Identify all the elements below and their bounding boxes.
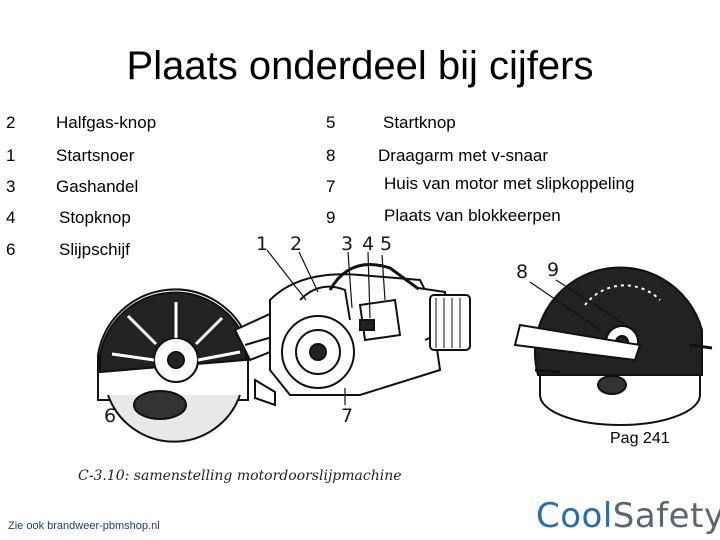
legend-label: Halfgas-knop <box>56 113 157 132</box>
legend-number: 5 <box>326 113 336 132</box>
legend-label: Gashandel <box>56 177 139 196</box>
callout-1: 1 <box>256 233 268 255</box>
right-saw-drawing <box>513 266 713 426</box>
legend-number: 1 <box>6 146 16 165</box>
legend-number: 4 <box>6 208 16 227</box>
callout-5: 5 <box>380 233 392 255</box>
callout-8: 8 <box>516 261 528 283</box>
legend-number: 7 <box>326 177 336 196</box>
legend-label: Slijpschijf <box>59 240 130 259</box>
logo-part-cool: Cool <box>536 496 613 536</box>
legend-label: Plaats van blokkeerpen <box>384 206 561 225</box>
callout-4: 4 <box>362 233 374 255</box>
callout-7: 7 <box>341 405 353 427</box>
figure-caption: C-3.10: samenstelling motordoorslijpmach… <box>78 468 402 484</box>
footer-link[interactable]: Zie ook brandweer-pbmshop.nl <box>8 520 160 532</box>
slide-title: Plaats onderdeel bij cijfers <box>126 44 594 88</box>
legend-number: 9 <box>326 208 336 227</box>
coolsafety-logo: CoolSafety <box>536 496 720 536</box>
saw-diagram: 1 2 3 4 5 6 7 8 9 <box>97 233 713 443</box>
legend-label: Startknop <box>383 113 456 132</box>
callout-9: 9 <box>547 259 559 281</box>
callout-2: 2 <box>290 233 302 255</box>
legend-number: 6 <box>6 240 16 259</box>
legend-number: 2 <box>6 113 16 132</box>
legend-label: Startsnoer <box>56 146 135 165</box>
logo-part-safety: Safety <box>612 496 720 536</box>
legend-label: Stopknop <box>59 208 131 227</box>
page-number: Pag 241 <box>610 430 670 447</box>
callout-3: 3 <box>341 233 353 255</box>
left-saw-drawing <box>97 249 471 443</box>
legend-number: 8 <box>326 146 336 165</box>
legend-label: Draagarm met v-snaar <box>378 146 549 165</box>
legend-label: Huis van motor met slipkoppeling <box>384 174 635 193</box>
legend-number: 3 <box>6 177 16 196</box>
callout-6: 6 <box>104 405 116 427</box>
